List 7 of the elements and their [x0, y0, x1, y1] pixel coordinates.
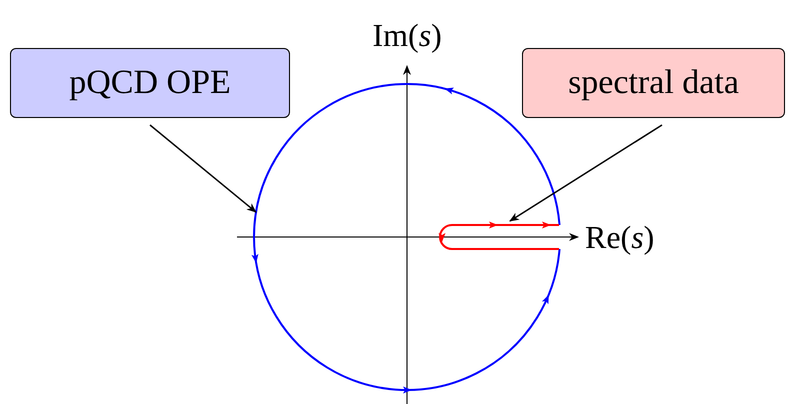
axis-label: Re(s) — [585, 218, 654, 256]
contour-circle — [251, 83, 561, 394]
axis-label: Im(s) — [372, 16, 442, 54]
label-box: pQCD OPE — [10, 48, 290, 118]
leader-line — [509, 124, 662, 222]
label-box: spectral data — [522, 48, 785, 118]
leader-line — [150, 124, 257, 213]
